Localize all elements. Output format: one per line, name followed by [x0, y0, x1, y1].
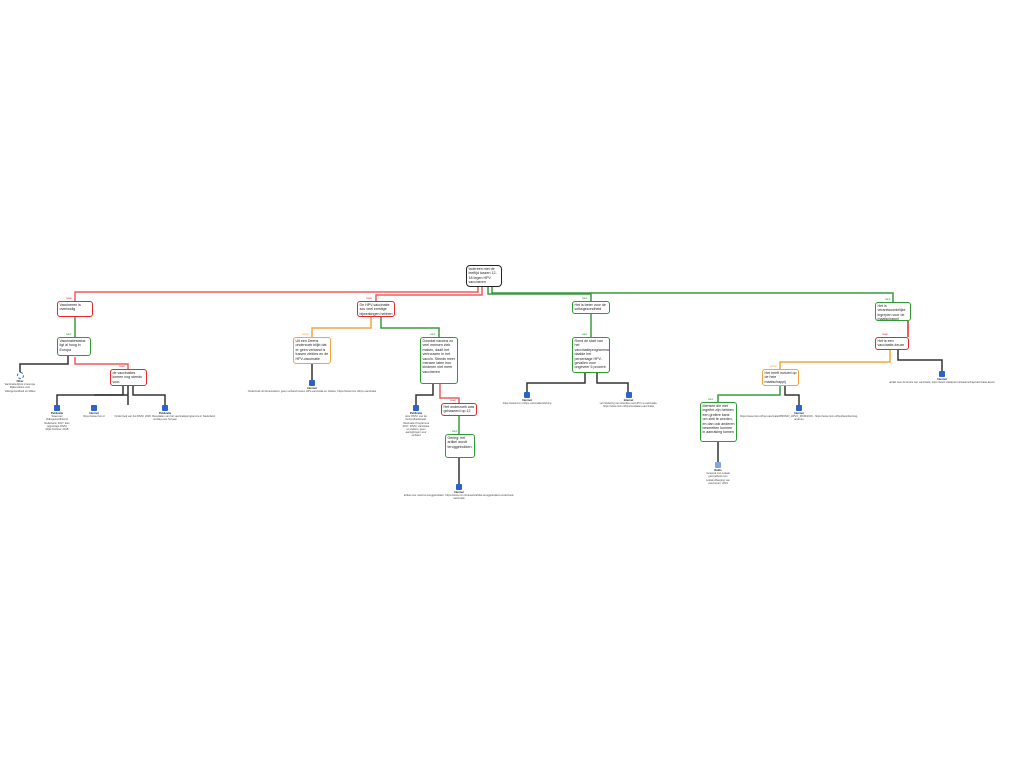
source-text: Staat van Volksgezondheid in Nederland, …	[44, 415, 70, 432]
internet-icon	[939, 371, 945, 377]
radio-icon	[715, 462, 721, 468]
source-text: artikel over de keuze van vaccinatie, ht…	[889, 381, 995, 385]
source-text: door RIVM, van de Gezondheidsraad, Vacci…	[402, 415, 430, 438]
source-type: Internet	[937, 378, 947, 381]
tag-n8: want	[452, 430, 458, 433]
internet-icon	[456, 484, 462, 490]
internet-icon	[796, 405, 802, 411]
source-text: https://www.rivm.nl/hpv-vaccinatie/werki…	[502, 402, 552, 406]
source-type: Publicatie	[50, 412, 64, 415]
root-claim[interactable]: Iedereen met de leeftijd tussen 12-18 te…	[466, 265, 502, 287]
tag-n5: echter	[302, 333, 309, 336]
source-type: Internet	[623, 399, 634, 402]
tag-n2: want	[66, 333, 72, 336]
source-type: Radio	[714, 469, 722, 472]
source-text: https://www.rivm.nl/hpv-vaccinatie/PROMO…	[740, 415, 858, 422]
source-type: Publicatie	[409, 412, 423, 415]
source-type: Other	[16, 380, 24, 383]
internet-icon	[309, 380, 315, 386]
claim-deens-onderzoek[interactable]: Uit een Deens onderzoek blijkt dat er ge…	[293, 337, 331, 364]
tag-n3: maar	[119, 365, 125, 368]
tag-n1: maar	[66, 297, 72, 300]
claim-verantwoordelijk[interactable]: Het is verantwoordelijke ingrepen voor d…	[875, 302, 911, 321]
internet-icon	[625, 392, 632, 398]
source-text: Onderzoek uit Denemarken: geen verband t…	[247, 390, 377, 394]
internet-icon	[91, 405, 97, 411]
book-icon	[413, 405, 419, 411]
source-type: Publicatie	[158, 412, 172, 415]
internet-icon	[524, 392, 530, 398]
claim-komen-nog-voor[interactable]: de vaccinaties komen nog steeds voor.	[110, 369, 147, 386]
claim-niet-ingeent[interactable]: Mensen die niet ingeënt zijn hebben een …	[700, 402, 737, 442]
book-icon	[162, 405, 168, 411]
claim-daling-hpv[interactable]: Rond de start van het vaccinatieprogramm…	[572, 337, 610, 373]
tag-n6: want	[430, 333, 436, 336]
source-type: Internet	[522, 399, 532, 402]
claim-bijwerkingen[interactable]: De HPV-vaccinatie zou veel ernstige bijw…	[357, 301, 395, 317]
globe-icon	[16, 372, 24, 379]
book-icon	[54, 405, 60, 411]
claim-keuze[interactable]: Het is een vaccinatie-keuze	[875, 337, 909, 350]
claim-12-landen[interactable]: Het onderzoek was gebaseerd op 12 landen…	[441, 403, 477, 416]
tag-n9: want	[582, 297, 588, 300]
source-type: Internet	[89, 412, 99, 415]
source-text: Onderzoek van het RIVM, 2018. Resultaten…	[114, 415, 216, 422]
source-text: Vaccinatiecijfers in Europa, Rijksinstit…	[4, 383, 36, 393]
claim-vaccinatiestatus[interactable]: Vaccinatiestatus ligt al hoog in Europa	[57, 337, 91, 356]
tag-n10: want	[582, 333, 588, 336]
source-text: artikel over vaccins teruggetrokken, htt…	[403, 494, 515, 501]
tag-n12: maar	[882, 333, 888, 336]
claim-teruggetrokken[interactable]: Gering: het artikel wordt teruggetrokken…	[445, 434, 475, 458]
source-type: Internet	[307, 387, 317, 390]
source-type: Internet	[454, 491, 464, 494]
tag-n14: want	[708, 398, 714, 401]
tag-n13: echter	[770, 365, 777, 368]
claim-maatschappij[interactable]: Het heeft invloed op de hele maatschappi…	[762, 369, 799, 386]
tag-n4: maar	[366, 297, 372, 300]
source-type: Internet	[794, 412, 804, 415]
source-text: Gesprek met Lokaal gezondheid over Lokal…	[706, 472, 730, 485]
claim-volksgezondheid[interactable]: Het is beter voor de volksgezondheid	[572, 301, 610, 314]
tag-n7: maar	[450, 399, 456, 402]
tag-n11: want	[885, 298, 891, 301]
claim-vaccineren-overbodig[interactable]: Vaccineren is overbodig	[57, 301, 93, 317]
claim-vertrouwen[interactable]: Doordat vaccins zo veel mensen ziek make…	[420, 337, 458, 384]
source-text: https://www.rivm.nl	[83, 415, 105, 419]
source-text: vermindering van infecties met HPV na va…	[599, 402, 658, 409]
